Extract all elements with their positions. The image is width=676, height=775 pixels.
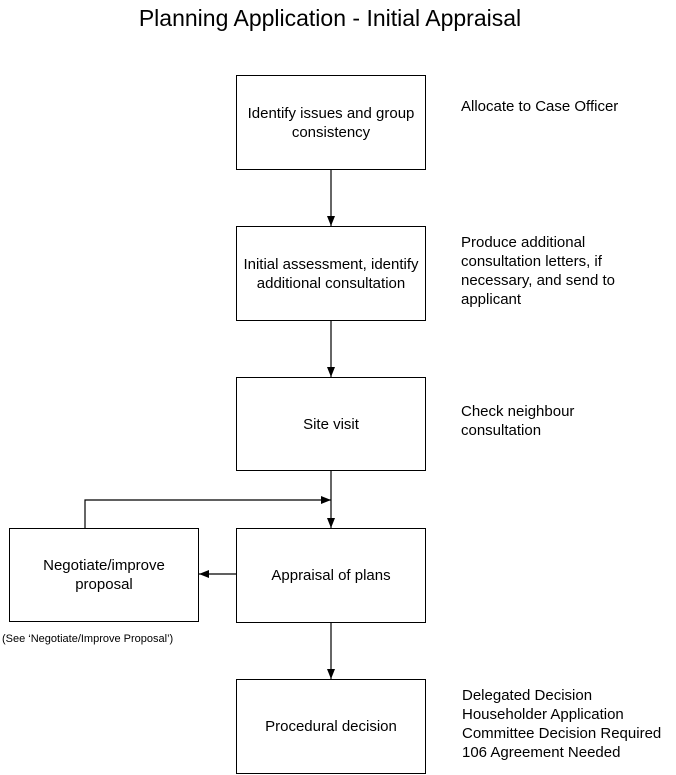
step-negotiate-improve: Negotiate/improve proposal [9,528,199,622]
step-initial-assessment-label: Initial assessment, identify additional … [243,255,419,292]
step-identify-issues: Identify issues and group consistency [236,75,426,170]
note-neighbour-consultation: Check neighbour consultation [461,403,575,439]
step-identify-issues-label: Identify issues and group consistency [247,104,415,141]
diagram-title: Planning Application - Initial Appraisal [138,5,522,31]
step-appraisal-of-plans: Appraisal of plans [236,528,426,623]
step-initial-assessment: Initial assessment, identify additional … [236,226,426,321]
arrow-negotiate-loop-back [84,496,331,528]
step-procedural-decision-label: Procedural decision [265,718,397,735]
note-allocate-case-officer: Allocate to Case Officer [461,98,619,115]
step-site-visit-label: Site visit [303,415,359,433]
note-consultation-letters: Produce additional consultation letters,… [461,234,615,308]
step-site-visit: Site visit [236,377,426,471]
negotiate-reference-caption: (See ‘Negotiate/Improve Proposal’) [2,633,174,645]
step-procedural-decision: Procedural decision [236,679,426,774]
note-decision-types: Delegated Decision Householder Applicati… [462,687,662,761]
step-appraisal-of-plans-label: Appraisal of plans [271,567,391,584]
step-negotiate-improve-label: Negotiate/improve proposal [43,557,165,593]
